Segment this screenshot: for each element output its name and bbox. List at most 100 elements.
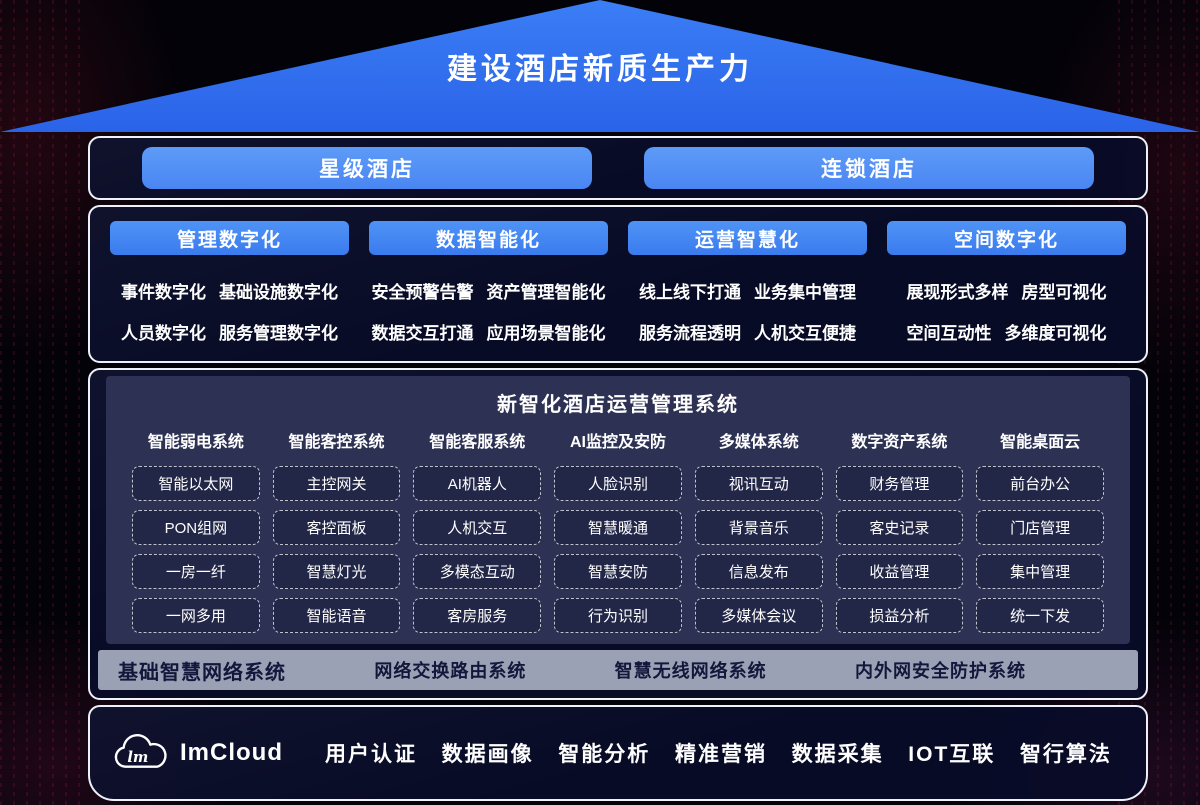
- pillar-feature: 数据交互打通: [371, 324, 474, 343]
- pillar-header[interactable]: 数据智能化: [369, 221, 608, 255]
- pillar-feature-row: 人员数字化服务管理数字化: [121, 319, 338, 344]
- system-cell: 一网多用: [132, 598, 260, 633]
- pillar-feature-row: 空间互动性多维度可视化: [907, 319, 1107, 344]
- system-cell: 一房一纤: [132, 554, 260, 589]
- pillar-feature: 安全预警告警: [371, 283, 474, 302]
- system-cell: 人脸识别: [554, 466, 682, 501]
- footer-items: 用户认证 数据画像 智能分析精准营销 数据采集 IOT互联智行算法: [325, 738, 1112, 768]
- system-cell: 客房服务: [413, 598, 542, 633]
- system-column-title: 多媒体系统: [718, 434, 799, 451]
- imcloud-logo: lm ImCloud: [110, 731, 283, 775]
- footer-item: 数据采集: [791, 743, 884, 766]
- pillar-feature-row: 线上线下打通业务集中管理: [639, 278, 856, 303]
- pillar-header[interactable]: 管理数字化: [110, 221, 349, 255]
- system-cell: 门店管理: [976, 510, 1104, 545]
- pillar-header[interactable]: 运营智慧化: [628, 221, 867, 255]
- pillar-feature: 房型可视化: [1021, 283, 1107, 302]
- system-cell: 多模态互动: [413, 554, 542, 589]
- system-column: 数字资产系统 财务管理客史记录收益管理损益分析: [835, 429, 964, 633]
- footer-item: 精准营销: [674, 743, 767, 766]
- system-cell: PON组网: [132, 510, 260, 545]
- system-cell: 智慧安防: [554, 554, 682, 589]
- network-band: 基础智慧网络系统 网络交换路由系统 智慧无线网络系统 内外网安全防护系统: [98, 650, 1138, 690]
- system-panel: 新智化酒店运营管理系统 智能弱电系统 智能以太网 PON组网一房一纤一网多用 智能…: [106, 376, 1130, 644]
- pillar-feature: 展现形式多样: [906, 283, 1009, 302]
- house-body: 星级酒店 连锁酒店 管理数字化 事件数字化基础设施数字化 人员数字化服务管理数字化…: [88, 136, 1148, 801]
- system-cell: 视讯互动: [694, 466, 823, 501]
- system-cell: 财务管理: [835, 466, 964, 501]
- pillar-feature: 资产管理智能化: [486, 283, 606, 302]
- system-cell: 智慧暖通: [554, 510, 682, 545]
- system-cell: AI机器人: [413, 466, 542, 501]
- cloud-icon: lm: [114, 734, 167, 768]
- hotel-type-button[interactable]: 星级酒店: [142, 147, 592, 189]
- system-cell: 主控网关: [272, 466, 401, 501]
- system-cell: 人机交互: [413, 510, 542, 545]
- system-column: 多媒体系统 视讯互动背景音乐信息发布多媒体会议: [694, 429, 823, 633]
- system-cell: 背景音乐: [694, 510, 823, 545]
- pillar-feature: 业务集中管理: [754, 283, 856, 302]
- brand-text: ImCloud: [180, 739, 283, 766]
- system-cell: 多媒体会议: [694, 598, 823, 633]
- pillar: 运营智慧化 线上线下打通业务集中管理 服务流程透明人机交互便捷: [618, 221, 877, 361]
- pillar-feature: 服务管理数字化: [219, 324, 338, 343]
- pillar-feature: 人机交互便捷: [754, 324, 856, 343]
- network-item: 智慧无线网络系统: [614, 661, 767, 681]
- network-item: 基础智慧网络系统: [118, 661, 286, 684]
- system-column-title: 数字资产系统: [851, 434, 948, 451]
- pillar-feature-row: 服务流程透明人机交互便捷: [639, 319, 856, 344]
- system-cell: 智能语音: [272, 598, 401, 633]
- page-title: 建设酒店新质生产力: [447, 52, 753, 87]
- pillar-feature: 多维度可视化: [1004, 324, 1107, 343]
- system-column-title: 智能客服系统: [429, 434, 526, 451]
- system-cell: 信息发布: [694, 554, 823, 589]
- pillar-header[interactable]: 空间数字化: [887, 221, 1126, 255]
- system-title: 新智化酒店运营管理系统: [497, 394, 739, 416]
- system-column-title: 智能桌面云: [1000, 434, 1081, 451]
- system-cell: 集中管理: [976, 554, 1104, 589]
- system-cell: 客史记录: [835, 510, 964, 545]
- pillar-section: 管理数字化 事件数字化基础设施数字化 人员数字化服务管理数字化 数据智能化 安全…: [88, 205, 1148, 363]
- system-cell: 前台办公: [976, 466, 1104, 501]
- pillar: 空间数字化 展现形式多样房型可视化 空间互动性多维度可视化: [877, 221, 1136, 361]
- system-cell: 统一下发: [976, 598, 1104, 633]
- system-section: 新智化酒店运营管理系统 智能弱电系统 智能以太网 PON组网一房一纤一网多用 智能…: [88, 368, 1148, 700]
- pillar-feature-row: 安全预警告警资产管理智能化: [372, 278, 606, 303]
- system-column-title: 智能弱电系统: [147, 434, 244, 451]
- system-column-title: AI监控及安防: [569, 434, 666, 451]
- pillar: 数据智能化 安全预警告警资产管理智能化 数据交互打通应用场景智能化: [359, 221, 618, 361]
- system-cell: 客控面板: [272, 510, 401, 545]
- pillar-feature: 线上线下打通: [639, 283, 741, 302]
- pillar-feature-row: 展现形式多样房型可视化: [907, 278, 1107, 303]
- system-cell: 智慧灯光: [272, 554, 401, 589]
- footer: lm ImCloud 用户认证 数据画像 智能分析精准营销 数据采集 IOT互联智行算法: [88, 705, 1148, 801]
- cloud-logo-letters: lm: [127, 749, 148, 766]
- network-item: 内外网安全防护系统: [854, 661, 1026, 681]
- pillar-feature: 应用场景智能化: [486, 324, 606, 343]
- hotel-band: 星级酒店 连锁酒店: [88, 136, 1148, 200]
- network-item: 网络交换路由系统: [374, 661, 527, 681]
- pillar: 管理数字化 事件数字化基础设施数字化 人员数字化服务管理数字化: [100, 221, 359, 361]
- system-column-title: 智能客控系统: [288, 434, 385, 451]
- system-column: AI监控及安防 人脸识别智慧暖通智慧安防行为识别: [554, 429, 682, 633]
- footer-item: 智行算法: [1019, 743, 1112, 766]
- hotel-type-button[interactable]: 连锁酒店: [644, 147, 1094, 189]
- system-cell: 收益管理: [835, 554, 964, 589]
- pillar-feature: 人员数字化: [121, 324, 206, 343]
- pillar-feature-row: 事件数字化基础设施数字化: [121, 278, 338, 303]
- pillar-feature-row: 数据交互打通应用场景智能化: [372, 319, 606, 344]
- footer-item: 用户认证: [325, 743, 417, 766]
- footer-item: 智能分析: [558, 743, 651, 766]
- system-cell: 损益分析: [835, 598, 964, 633]
- system-cell: 智能以太网: [132, 466, 260, 501]
- footer-item: 数据画像: [441, 743, 534, 766]
- pillar-feature: 基础设施数字化: [219, 283, 338, 302]
- system-column: 智能桌面云 前台办公门店管理集中管理统一下发: [976, 429, 1104, 633]
- pillar-feature: 事件数字化: [121, 283, 206, 302]
- system-column: 智能弱电系统 智能以太网 PON组网一房一纤一网多用: [132, 429, 260, 633]
- system-column: 智能客控系统 主控网关客控面板智慧灯光智能语音: [272, 429, 401, 633]
- pillar-feature: 服务流程透明: [639, 324, 741, 343]
- pillar-feature: 空间互动性: [906, 324, 992, 343]
- footer-item: IOT互联: [908, 743, 996, 766]
